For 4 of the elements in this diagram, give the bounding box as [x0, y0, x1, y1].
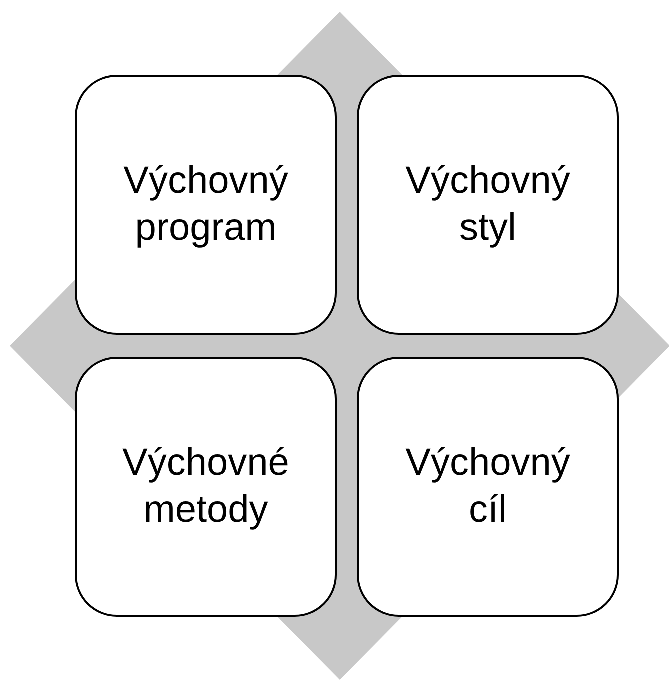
box-label: Výchovné metody: [122, 440, 290, 533]
box-label: Výchovný cíl: [404, 440, 572, 533]
box-label: Výchovný styl: [404, 158, 572, 251]
box-label: Výchovný program: [122, 158, 290, 251]
